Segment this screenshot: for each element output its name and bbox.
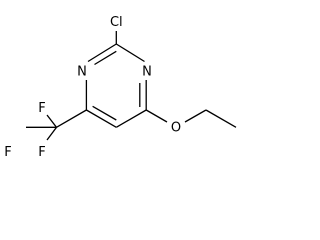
bond-c5-c6 [86,109,117,128]
atom-fluorine-top: F [38,101,45,116]
atom-nitrogen-right: N [142,65,152,80]
bond-c4-o [145,109,168,123]
bond-c-f-top [46,114,58,128]
atom-oxygen: O [171,121,181,136]
bond-c-f-bottom [46,126,58,141]
atom-fluorine-bottom: F [38,145,45,160]
atom-chlorine: Cl [110,15,123,30]
bond-c2-n3 [115,43,145,63]
bond-c5-c6-inner [92,105,117,121]
bond-c2-n1-inner [94,50,117,66]
bond-c6-cf3 [56,109,87,128]
bond-o-ch2 [184,109,207,123]
atom-nitrogen-left: N [77,65,87,80]
bond-c2-n1 [87,43,117,63]
atom-fluorine-left: F [4,145,11,160]
bond-c4-c5 [115,109,147,128]
bond-ch2-ch3 [205,109,237,128]
chemical-structure: Cl N N O F F F [4,15,237,160]
